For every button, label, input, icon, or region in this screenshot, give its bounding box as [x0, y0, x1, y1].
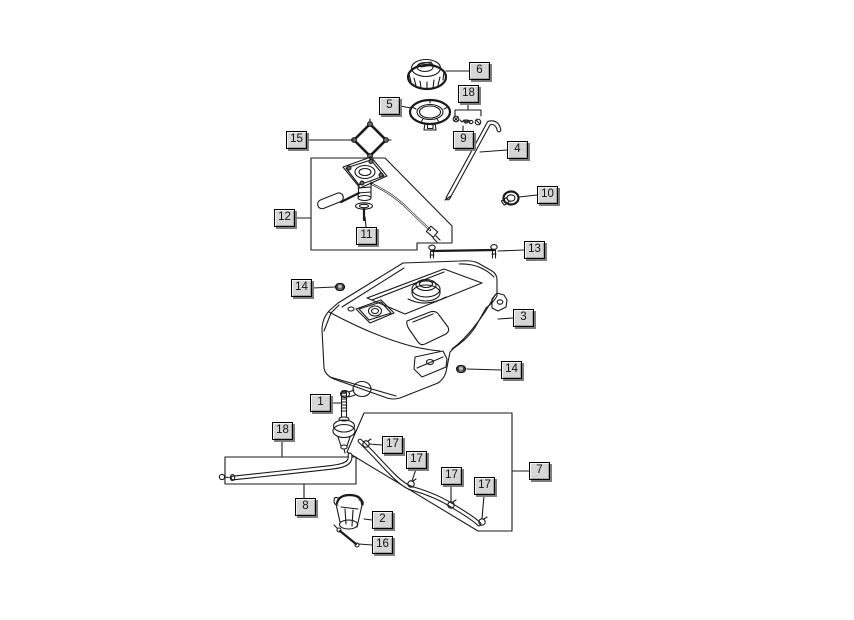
callout-17-2[interactable]: 17: [406, 451, 427, 469]
callout-17-4[interactable]: 17: [474, 477, 495, 495]
callout-11[interactable]: 11: [356, 227, 377, 245]
nut-left-part: [334, 282, 346, 292]
hose-clip-2: [407, 478, 417, 488]
fuel-cap-part: [406, 58, 448, 91]
callout-17-3[interactable]: 17: [441, 467, 462, 485]
group-box-fuel-hose-left: [224, 456, 357, 485]
breather-pipe-part: [444, 120, 502, 201]
fuel-sender-part: [317, 156, 441, 243]
tie-rod-part: [428, 244, 498, 259]
hose-clip-3: [447, 499, 457, 509]
callout-16[interactable]: 16: [372, 536, 393, 554]
group-box-sender-unit: [310, 157, 453, 251]
callout-17-1[interactable]: 17: [382, 436, 403, 454]
nut-right-part: [455, 364, 467, 374]
callout-13[interactable]: 13: [524, 241, 545, 259]
leader-lines: [281, 70, 538, 546]
gasket-part: [348, 118, 392, 162]
group-box-fuel-hose-right: [346, 412, 513, 532]
screw-set-part: [452, 115, 482, 126]
fuel-hose-right-part: [357, 438, 482, 527]
callout-7[interactable]: 7: [529, 462, 550, 480]
fuel-tank-part: [321, 260, 508, 400]
callout-14-left[interactable]: 14: [291, 279, 312, 297]
hose-clamp-part: [500, 190, 520, 206]
callout-6[interactable]: 6: [469, 62, 490, 80]
callout-14-right[interactable]: 14: [501, 361, 522, 379]
callout-9[interactable]: 9: [453, 131, 474, 149]
filter-cup-part: [333, 493, 364, 530]
callout-12[interactable]: 12: [274, 209, 295, 227]
retaining-clip-part: [333, 524, 360, 548]
seal-ring-part: [408, 98, 452, 131]
callout-4[interactable]: 4: [507, 141, 528, 159]
callout-10[interactable]: 10: [537, 186, 558, 204]
fuel-valve-part: [332, 390, 356, 454]
callout-8[interactable]: 8: [295, 498, 316, 516]
callout-18-top[interactable]: 18: [458, 85, 479, 103]
callout-1[interactable]: 1: [310, 394, 331, 412]
callout-2[interactable]: 2: [372, 511, 393, 529]
callout-3[interactable]: 3: [513, 309, 534, 327]
callout-18-bottom[interactable]: 18: [272, 422, 293, 440]
fuel-hose-left-part: [218, 452, 353, 482]
callout-5[interactable]: 5: [379, 97, 400, 115]
callout-15[interactable]: 15: [286, 131, 307, 149]
hose-clip-4: [478, 516, 488, 526]
